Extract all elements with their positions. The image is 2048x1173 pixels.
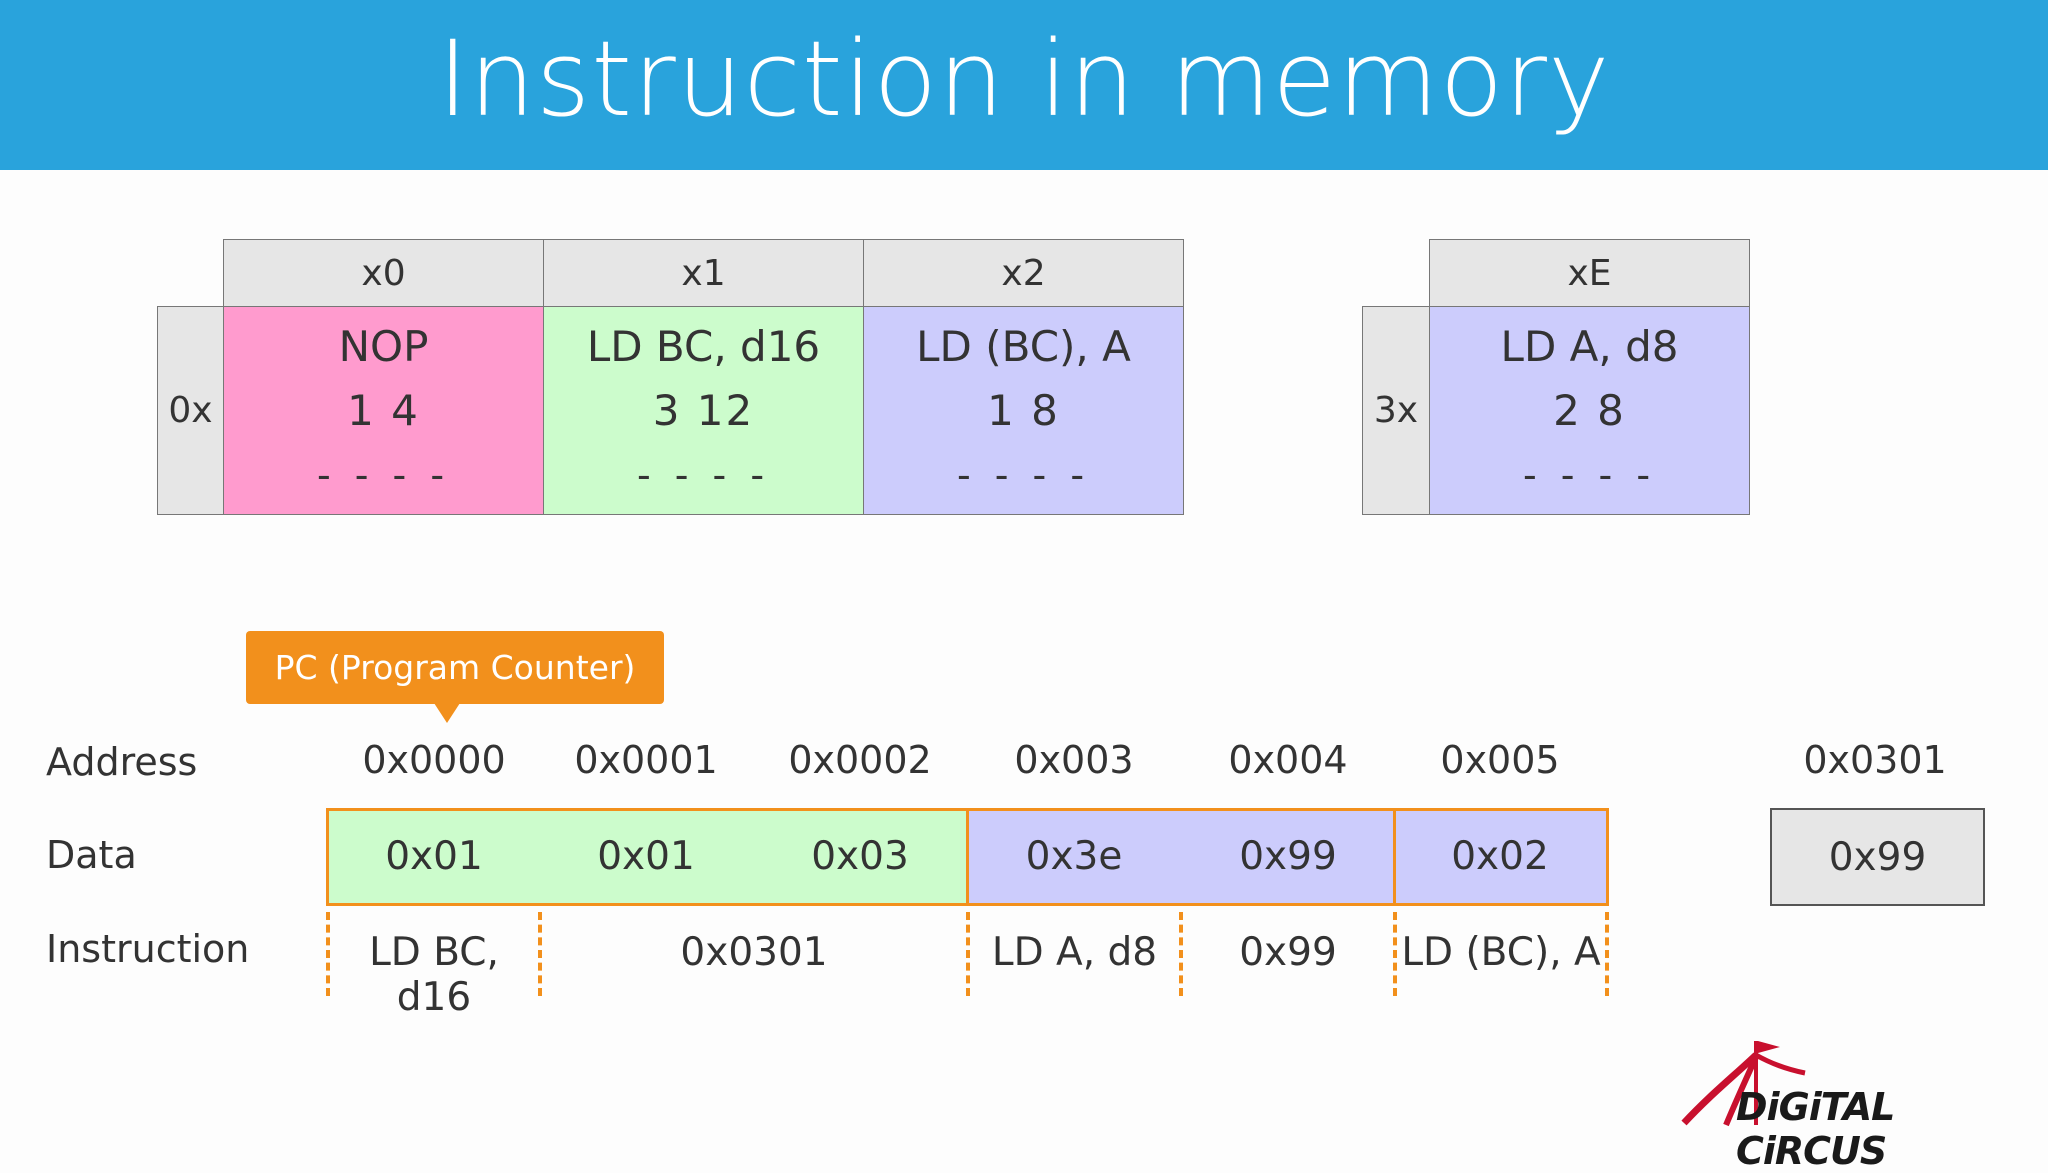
data-cell: 0x99 — [1239, 834, 1337, 879]
digital-circus-logo: DiGiTAL CiRCUS — [1680, 1035, 2030, 1173]
pc-callout-pointer — [434, 703, 460, 723]
address-cell: 0x003 — [1014, 738, 1134, 782]
opcode-cell-ld-a-d8: LD A, d8 2 8 - - - - — [1429, 306, 1750, 515]
pc-callout: PC (Program Counter) — [246, 631, 664, 704]
instruction-separator — [1393, 912, 1397, 996]
data-cell: 0x02 — [1451, 834, 1549, 879]
data-cell: 0x03 — [811, 834, 909, 879]
opcode-cell-ld-bc-a: LD (BC), A 1 8 - - - - — [863, 306, 1184, 515]
row-header-0x: 0x — [157, 306, 224, 515]
instruction-cell: LD A, d8 — [991, 930, 1158, 975]
opcode-flags: - - - - — [636, 452, 771, 497]
instruction-cell: 0x0301 — [680, 930, 828, 975]
data-group-ld-bc-d16 — [326, 808, 969, 906]
title-banner — [0, 0, 2048, 170]
opcode-mnemonic: LD BC, d16 — [586, 321, 821, 371]
far-data-cell: 0x99 — [1770, 808, 1985, 906]
address-cell: 0x0000 — [362, 738, 506, 782]
column-header-x2: x2 — [863, 239, 1184, 307]
instruction-separator — [966, 912, 970, 996]
instruction-cell: LD (BC), A — [1401, 930, 1601, 975]
data-row-label: Data — [46, 833, 137, 877]
opcode-flags: - - - - — [1522, 452, 1657, 497]
logo-text: DiGiTAL CiRCUS — [1736, 1085, 1895, 1173]
column-header-x1: x1 — [543, 239, 864, 307]
instruction-row-label: Instruction — [46, 927, 250, 971]
data-cell: 0x01 — [597, 834, 695, 879]
opcode-flags: - - - - — [316, 452, 451, 497]
address-cell: 0x005 — [1440, 738, 1560, 782]
data-group-ld-a-d8 — [966, 808, 1396, 906]
column-header-xe: xE — [1429, 239, 1750, 307]
address-cell: 0x004 — [1228, 738, 1348, 782]
instruction-cell: LD BC, d16 — [369, 930, 499, 1020]
opcode-flags: - - - - — [956, 452, 1091, 497]
opcode-mnemonic: LD (BC), A — [916, 321, 1131, 371]
opcode-bytes-cycles: 2 8 — [1553, 385, 1626, 435]
opcode-cell-ld-bc-d16: LD BC, d16 3 12 - - - - — [543, 306, 864, 515]
opcode-bytes-cycles: 1 4 — [347, 385, 420, 435]
instruction-separator — [1179, 912, 1183, 996]
far-address-cell: 0x0301 — [1803, 738, 1947, 782]
instruction-cell: 0x99 — [1239, 930, 1337, 975]
opcode-mnemonic: NOP — [338, 321, 429, 371]
page-title: Instruction in memory — [437, 18, 1611, 140]
opcode-bytes-cycles: 3 12 — [652, 385, 755, 435]
address-cell: 0x0001 — [574, 738, 718, 782]
data-group-ld-bc-a — [1393, 808, 1609, 906]
address-row-label: Address — [46, 740, 198, 784]
instruction-separator — [326, 912, 330, 996]
instruction-separator — [1605, 912, 1609, 996]
column-header-x0: x0 — [223, 239, 544, 307]
instruction-separator — [538, 912, 542, 996]
data-cell: 0x3e — [1025, 834, 1123, 879]
row-header-3x: 3x — [1362, 306, 1430, 515]
opcode-cell-nop: NOP 1 4 - - - - — [223, 306, 544, 515]
data-cell: 0x01 — [385, 834, 483, 879]
circus-tent-icon — [1681, 1041, 1806, 1127]
opcode-bytes-cycles: 1 8 — [987, 385, 1060, 435]
opcode-mnemonic: LD A, d8 — [1500, 321, 1679, 371]
address-cell: 0x0002 — [788, 738, 932, 782]
